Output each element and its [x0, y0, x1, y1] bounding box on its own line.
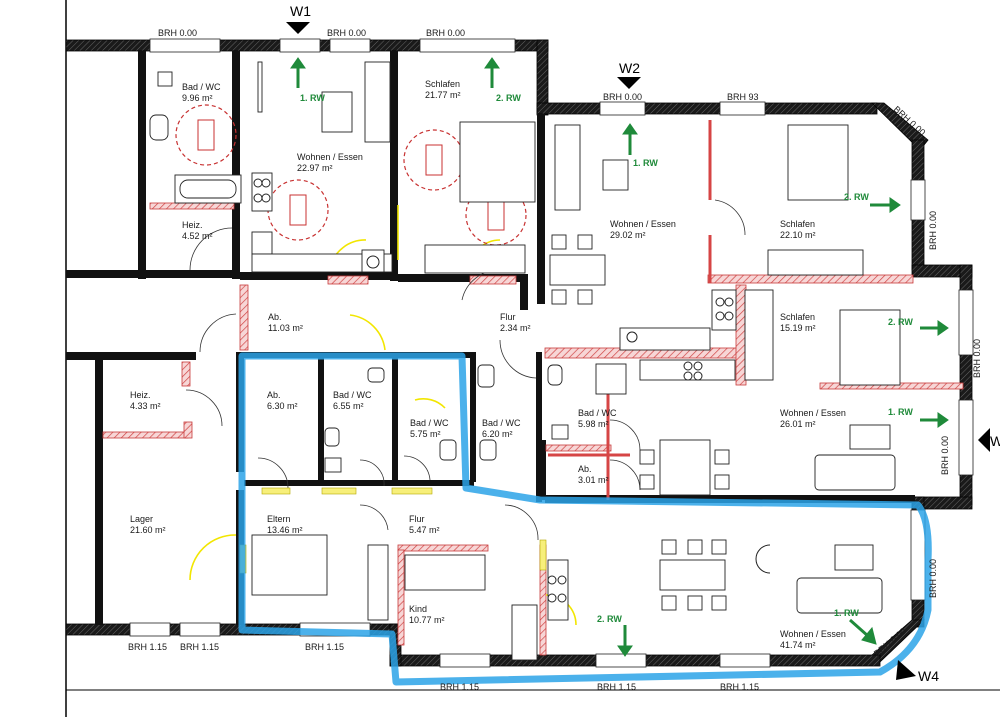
- room-area-bad-wc-3: 5.75 m²: [410, 429, 441, 439]
- room-area-ab-2: 6.30 m²: [267, 401, 298, 411]
- window-markers: [286, 22, 990, 680]
- triangle-left-icon: [978, 428, 990, 452]
- furniture: [149, 61, 901, 661]
- room-name-lager: Lager: [130, 514, 153, 524]
- triangle-down-icon: [286, 22, 310, 34]
- room-area-bad-wc-5: 5.98 m²: [578, 419, 609, 429]
- room-area-ab-3: 3.01 m²: [578, 475, 609, 485]
- escape-route-label: 2. RW: [888, 317, 913, 327]
- escape-route-label: 2. RW: [597, 614, 622, 624]
- triangle-down-left-icon: [896, 660, 916, 680]
- brh-label: BRH 0.00: [603, 92, 642, 102]
- room-area-flur-2: 5.47 m²: [409, 525, 440, 535]
- room-area-heiz-1: 4.52 m²: [182, 231, 213, 241]
- arrow-right-icon: [920, 320, 949, 336]
- room-area-eltern: 13.46 m²: [267, 525, 303, 535]
- brh-label: BRH 0.00: [158, 28, 197, 38]
- escape-route-label: 2. RW: [496, 93, 521, 103]
- room-area-kind: 10.77 m²: [409, 615, 445, 625]
- room-name-wohnen-3: Wohnen / Essen: [780, 408, 846, 418]
- room-area-bad-wc-1: 9.96 m²: [182, 93, 213, 103]
- room-name-kind: Kind: [409, 604, 427, 614]
- window-label-w3: W: [990, 433, 1000, 449]
- arrow-right-icon: [870, 197, 901, 213]
- escape-route-label: 1. RW: [300, 93, 325, 103]
- room-name-eltern: Eltern: [267, 514, 291, 524]
- brh-label: BRH 1.15: [597, 682, 636, 692]
- arrow-up-icon: [622, 123, 638, 155]
- brh-label: BRH 1.15: [720, 682, 759, 692]
- room-area-wohnen-3: 26.01 m²: [780, 419, 816, 429]
- brh-label: BRH 0.00: [940, 436, 950, 475]
- room-area-wohnen-4: 41.74 m²: [780, 640, 816, 650]
- room-name-bad-wc-3: Bad / WC: [410, 418, 449, 428]
- room-name-bad-wc-4: Bad / WC: [482, 418, 521, 428]
- brh-label: BRH 93: [727, 92, 759, 102]
- room-name-flur-1: Flur: [500, 312, 516, 322]
- brh-label: BRH 1.15: [440, 682, 479, 692]
- brh-label: BRH 0.00: [426, 28, 465, 38]
- brh-label: BRH 0.00: [928, 211, 938, 250]
- wheelchair-icon: [197, 119, 505, 231]
- room-area-schlafen-3: 15.19 m²: [780, 323, 816, 333]
- window-label-w4: W4: [918, 668, 939, 684]
- window-label-w2: W2: [619, 60, 640, 76]
- triangle-down-icon: [617, 77, 641, 89]
- room-area-schlafen-1: 21.77 m²: [425, 90, 461, 100]
- room-area-lager: 21.60 m²: [130, 525, 166, 535]
- brh-label: BRH 1.15: [180, 642, 219, 652]
- room-area-wohnen-2: 29.02 m²: [610, 230, 646, 240]
- brh-label: BRH 0.00: [928, 559, 938, 598]
- room-area-wohnen-1: 22.97 m²: [297, 163, 333, 173]
- escape-route-label: 1. RW: [888, 407, 913, 417]
- room-name-schlafen-1: Schlafen: [425, 79, 460, 89]
- arrow-down-icon: [617, 625, 633, 657]
- arrow-right-icon: [920, 412, 949, 428]
- room-name-bad-wc-1: Bad / WC: [182, 82, 221, 92]
- highlight-outline: [238, 352, 932, 686]
- room-name-bad-wc-5: Bad / WC: [578, 408, 617, 418]
- escape-route-label: 2. RW: [844, 192, 869, 202]
- brh-label: BRH 0.00: [327, 28, 366, 38]
- arrow-down-right-icon: [849, 618, 877, 645]
- thin-red-partitions: [548, 120, 712, 500]
- room-area-heiz-2: 4.33 m²: [130, 401, 161, 411]
- room-area-schlafen-2: 22.10 m²: [780, 230, 816, 240]
- brh-label: BRH 1.15: [128, 642, 167, 652]
- room-area-bad-wc-4: 6.20 m²: [482, 429, 513, 439]
- room-name-ab-2: Ab.: [267, 390, 281, 400]
- arrow-up-icon: [484, 57, 500, 88]
- room-name-flur-2: Flur: [409, 514, 425, 524]
- room-name-schlafen-3: Schlafen: [780, 312, 815, 322]
- escape-route-label: 1. RW: [834, 608, 859, 618]
- room-area-flur-1: 2.34 m²: [500, 323, 531, 333]
- room-area-bad-wc-2: 6.55 m²: [333, 401, 364, 411]
- room-name-wohnen-4: Wohnen / Essen: [780, 629, 846, 639]
- room-name-bad-wc-2: Bad / WC: [333, 390, 372, 400]
- escape-route-label: 1. RW: [633, 158, 658, 168]
- room-name-schlafen-2: Schlafen: [780, 219, 815, 229]
- room-name-ab-1: Ab.: [268, 312, 282, 322]
- room-name-wohnen-1: Wohnen / Essen: [297, 152, 363, 162]
- brh-label: BRH 0.00: [972, 339, 982, 378]
- stove-icons: [253, 178, 771, 603]
- room-name-heiz-2: Heiz.: [130, 390, 151, 400]
- room-name-wohnen-2: Wohnen / Essen: [610, 219, 676, 229]
- arrow-up-icon: [290, 57, 306, 88]
- room-name-ab-3: Ab.: [578, 464, 592, 474]
- escape-arrows: [290, 57, 949, 657]
- window-label-w1: W1: [290, 3, 311, 19]
- room-name-heiz-1: Heiz.: [182, 220, 203, 230]
- brh-label: BRH 1.15: [305, 642, 344, 652]
- room-area-ab-1: 11.03 m²: [268, 323, 303, 333]
